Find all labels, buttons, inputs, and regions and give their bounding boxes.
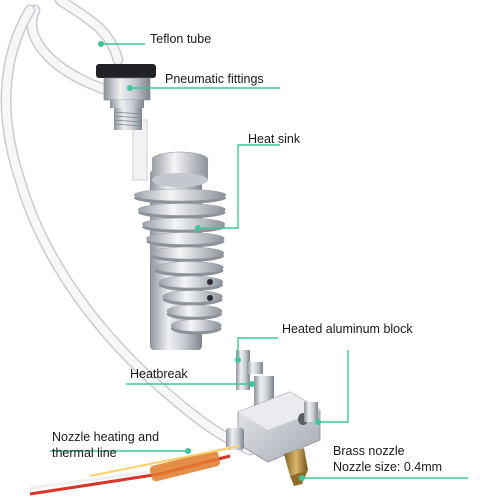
label-heated-aluminum-block: Heated aluminum block: [282, 322, 413, 336]
leader-teflon-tube: [98, 41, 145, 47]
label-nozzle-size: Nozzle size: 0.4mm: [333, 460, 443, 474]
heatbreak: [236, 350, 274, 406]
brass-nozzle: [284, 448, 308, 486]
heat-sink-fin: [141, 217, 226, 231]
label-nozzle-heating-line1: Nozzle heating and: [52, 430, 160, 444]
label-brass-nozzle: Brass nozzle: [333, 444, 405, 458]
heat-sink-fin: [133, 188, 227, 202]
label-teflon-tube: Teflon tube: [150, 32, 212, 46]
teflon-tube: [0, 0, 256, 456]
heat-sink-fin: [137, 203, 226, 216]
leader-pneumatic-fittings: [127, 85, 280, 91]
heat-sink-fin: [146, 232, 225, 245]
label-nozzle-heating-line2: thermal line: [52, 446, 117, 460]
label-heatbreak: Heatbreak: [130, 367, 188, 381]
heat-sink-fin: [150, 246, 225, 260]
heated-block: [226, 391, 321, 463]
heat-sink-fin: [158, 275, 224, 289]
heat-sink-fin: [166, 304, 223, 318]
heating-thermal-wires: [29, 445, 241, 496]
label-heat-sink: Heat sink: [248, 132, 301, 146]
pneumatic-fitting: [96, 64, 156, 130]
heat-sink: [133, 151, 227, 350]
label-pneumatic-fittings: Pneumatic fittings: [165, 72, 264, 86]
heat-sink-fin: [170, 319, 222, 332]
leader-heated-block: [235, 337, 278, 363]
leader-nozzle-heating: [50, 448, 191, 454]
leader-heat-sink: [195, 144, 280, 231]
leader-brass-nozzle: [299, 475, 468, 481]
leader-heatbreak: [126, 381, 255, 387]
heat-sink-fin: [154, 261, 224, 274]
leader-block-side: [315, 350, 349, 425]
leader-lines: [50, 41, 468, 481]
heat-sink-fin: [162, 290, 223, 303]
